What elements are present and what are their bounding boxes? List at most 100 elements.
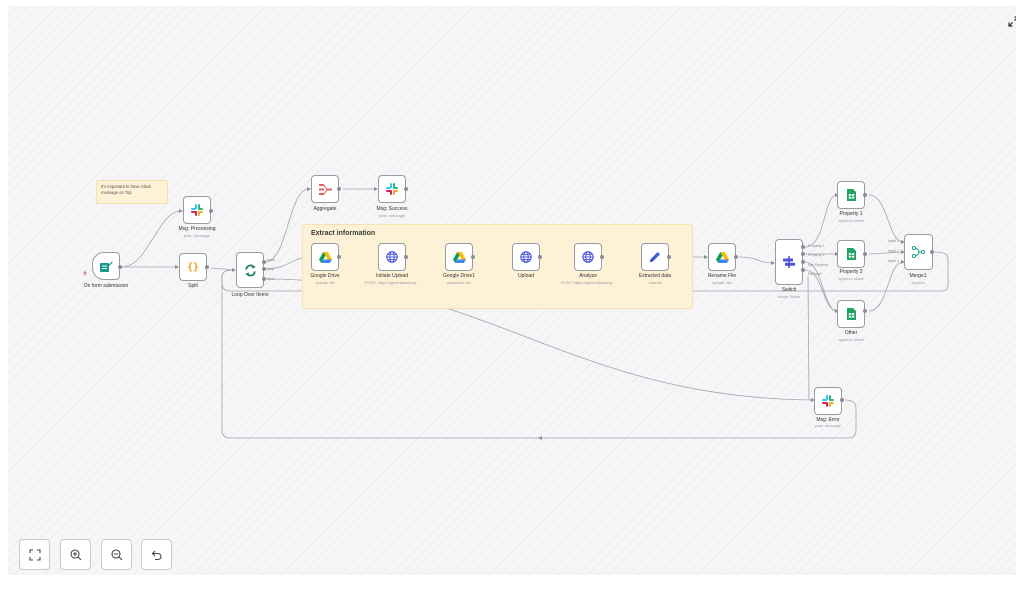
output-port[interactable] [840,398,844,402]
node-subtitle: post: message [814,423,841,428]
node-label: Analyze [579,273,597,279]
node-rename-file[interactable] [708,243,736,271]
google-sheets-icon [846,189,856,201]
output-port[interactable] [337,187,341,191]
node-label: Initiate Upload [376,273,408,279]
port-label: Not Property [808,263,829,267]
output-port[interactable] [863,309,867,313]
node-label: Rename File [707,273,737,279]
output-port[interactable] [404,187,408,191]
output-port[interactable] [205,265,209,269]
output-port[interactable] [404,255,408,259]
port-label: Property 2 [808,253,825,257]
google-sheets-icon [846,248,856,260]
node-aggregate[interactable] [311,175,339,203]
merge-icon [912,246,925,258]
node-on-form-submission[interactable] [92,252,120,280]
globe-icon [582,251,594,263]
output-port[interactable] [734,255,738,259]
switch-icon [783,256,795,268]
reset-zoom-button[interactable] [141,539,172,570]
fit-view-button[interactable] [19,539,50,570]
globe-icon [386,251,398,263]
output-port[interactable] [930,250,934,254]
output-port[interactable] [801,245,805,249]
group-title: Extract information [311,230,376,237]
output-port[interactable] [801,260,805,264]
google-sheets-icon [846,308,856,320]
aggregate-icon [318,183,332,195]
node-extracted-data[interactable] [641,243,669,271]
node-label: Extracted data [638,273,672,279]
zoom-out-icon [110,548,122,560]
google-drive-icon [715,251,729,263]
port-label: Input 3 [888,259,899,263]
output-port[interactable] [801,268,805,272]
node-label: Loop Over Items [231,292,269,298]
node-label: Msg: Success [376,206,408,212]
node-property-1[interactable] [837,181,865,209]
code-braces-icon: {} [186,261,200,273]
workflow-canvas[interactable]: Extract information It's important to ha… [8,6,1016,575]
node-label: Other [844,330,858,336]
node-google-drive1[interactable] [445,243,473,271]
output-port[interactable] [863,252,867,256]
node-subtitle: post: message [183,233,210,238]
node-label: Property 1 [839,211,863,217]
slack-icon [386,183,398,195]
sticky-note[interactable]: It's important to have Slack message on … [96,180,168,204]
output-port[interactable] [209,209,213,213]
output-port-done[interactable] [262,260,266,264]
node-merge1[interactable] [904,234,933,270]
zoom-in-button[interactable] [60,539,91,570]
output-port[interactable] [667,255,671,259]
node-subtitle: POST: https://generativelang... [364,280,420,285]
google-drive-icon [452,251,466,263]
node-subtitle: mode: Rules [777,294,801,299]
node-google-drive[interactable] [311,243,339,271]
node-label: Aggregate [313,206,337,212]
output-port[interactable] [600,255,604,259]
output-port[interactable] [337,255,341,259]
port-label-error: error [267,277,275,281]
fullscreen-button[interactable] [1006,14,1016,28]
google-drive-icon [318,251,332,263]
pencil-icon [650,252,660,262]
port-label: Property 1 [808,244,825,248]
node-msg-success[interactable] [378,175,406,203]
output-port[interactable] [863,193,867,197]
node-property-2[interactable] [837,240,865,268]
node-switch[interactable] [775,239,803,285]
node-subtitle: post: message [378,213,405,218]
node-subtitle: update: file [712,280,732,285]
node-split[interactable]: {} [179,253,207,281]
output-port[interactable] [118,265,122,269]
node-label: Msg: Processing [178,226,216,232]
loop-icon [244,264,256,276]
output-port[interactable] [471,255,475,259]
zoom-out-button[interactable] [101,539,132,570]
output-port[interactable] [801,252,805,256]
output-port-loop[interactable] [262,267,266,271]
node-other[interactable] [837,300,865,328]
node-initiate-upload[interactable] [378,243,406,271]
node-analyze[interactable] [574,243,602,271]
output-port-error[interactable] [262,277,266,281]
node-upload[interactable] [512,243,540,271]
node-subtitle: append: sheet [838,337,864,342]
node-label: Property 2 [839,269,863,275]
node-label: Google Drive [310,273,340,279]
output-port[interactable] [538,255,542,259]
trigger-bolt-icon [82,263,88,276]
node-msg-processing[interactable] [183,196,211,224]
expand-icon [1007,15,1016,27]
slack-icon [191,204,203,216]
node-subtitle: POST: https://generativelang... [560,280,616,285]
node-loop-over-items[interactable] [236,252,264,288]
node-msg-error[interactable] [814,387,842,415]
port-label: Input 2 [888,249,899,253]
node-label: Google Drive1 [443,273,475,279]
node-subtitle: append [911,280,925,285]
extract-information-group[interactable]: Extract information [302,224,693,309]
port-label-loop: loop [267,267,274,271]
